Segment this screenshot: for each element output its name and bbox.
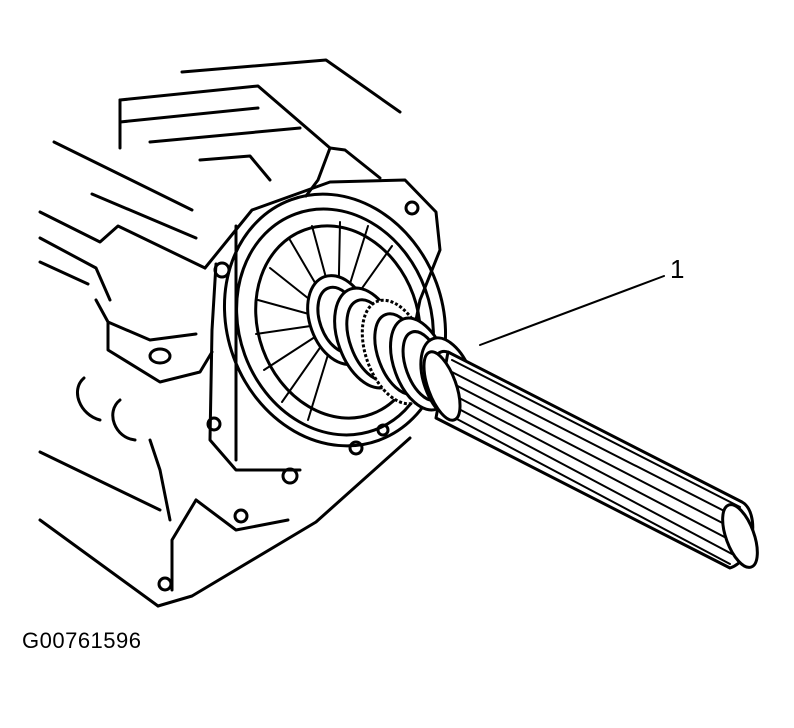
transmission-case (38, 58, 412, 608)
callout-leader-line (479, 275, 665, 346)
front-housing-flange (203, 178, 448, 472)
callout-label: 1 (670, 254, 684, 284)
callout-1: 1 (479, 254, 684, 346)
splined-input-shaft (422, 350, 759, 570)
figure-id-caption: G00761596 (22, 628, 142, 653)
